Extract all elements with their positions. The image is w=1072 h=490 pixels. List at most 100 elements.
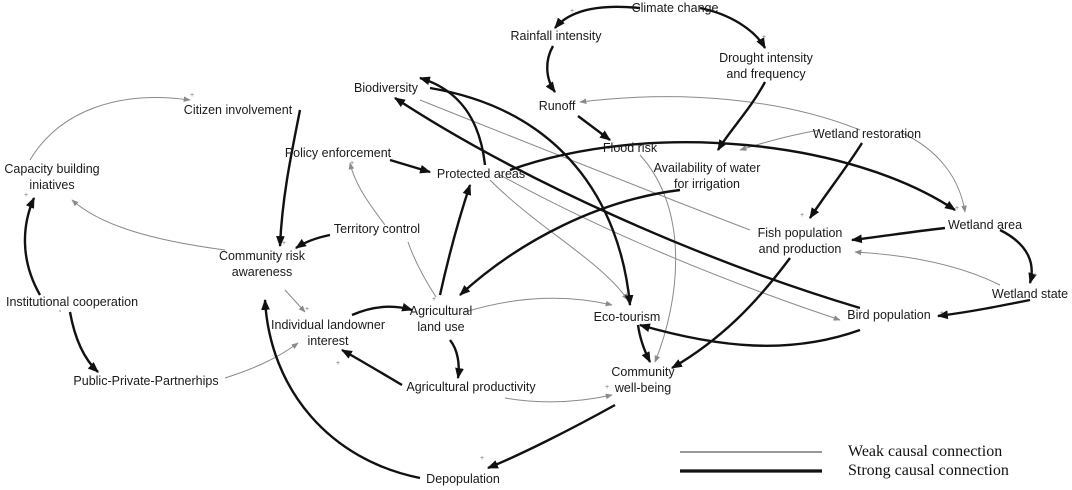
strong-link-protected-biodiversity [418,76,487,166]
node-capacity-building: Capacity building iniatives [4,161,99,193]
node-eco-tourism: Eco-tourism [593,310,661,324]
strong-link-biodiversity-ecotourism [429,86,634,307]
weak-links [29,96,1001,403]
node-individual-landowner-interest-line2: interest [307,334,349,348]
strong-link-wetland-fish [850,226,946,244]
node-runoff: Runoff [538,99,576,113]
node-agricultural-land-use-line1: Agricultural [409,304,473,318]
strong-link-restoration-fish [808,142,864,219]
strong-link-wellbeing-depopulation [486,403,616,470]
node-individual-landowner-interest-line1: Individual landowner [271,318,385,332]
weak-link-fish-biodiversity [419,99,751,231]
weak-link-capacity-citizen [29,96,191,161]
strong-link-bird-ecotourism [638,323,861,347]
polarity-sign: + [955,205,960,212]
node-depopulation: Depopulation [426,472,500,486]
strong-link-policy-protected [389,158,432,174]
strong-link-fish-wellbeing [671,257,791,370]
strong-link-agprod-landowner [341,348,403,387]
node-community-wellbeing-line1: Community [611,365,675,379]
polarity-sign: + [432,296,437,303]
strong-link-wetlandarea-state [999,228,1037,285]
polarity-sign: + [570,8,575,15]
strong-link-territory-awareness [295,233,331,249]
node-policy-enforcement: Policy enforcement [284,146,392,160]
node-drought-line1: Drought intensity [719,51,813,65]
node-fish-population-line1: Fish population [757,226,843,240]
strong-link-water-aglanduse [459,188,681,296]
polarity-sign: + [336,360,341,367]
polarity-sign: + [1033,272,1038,279]
node-community-risk-awareness-line1: Community risk [218,249,306,263]
node-climate-change: Climate change [631,1,719,15]
weak-link-territory-policy [348,162,386,226]
strong-link-ecotourism-wellbeing [636,324,652,363]
polarity-sign: + [24,192,29,199]
node-drought-line2: and frequency [726,67,806,81]
node-capacity-building-line1: Capacity building [4,162,100,176]
polarity-sign: + [800,212,805,219]
polarity-sign: + [190,92,195,99]
strong-link-climate-rainfall [554,5,641,29]
node-biodiversity: Biodiversity [354,81,418,95]
polarity-sign: + [940,310,945,317]
polarity-sign: + [305,306,310,313]
node-ppp: Public-Private-Partnerhips [73,374,219,388]
node-community-risk-awareness-line2: awareness [231,265,293,279]
polarity-sign: + [762,34,767,41]
weak-link-protected-ecotourism [489,179,629,301]
strong-links [23,5,1037,480]
node-wetland-state: Wetland state [991,287,1069,301]
node-community-wellbeing-line2: well-being [614,381,672,395]
node-rainfall-intensity: Rainfall intensity [510,29,602,43]
weak-link-aglanduse-territory [407,241,437,298]
strong-link-citizen-awareness [276,109,302,248]
weak-link-aglanduse-ecotourism [464,297,613,313]
legend-weak-label: Weak causal connection [848,443,1003,460]
weak-link-ppp-landowner [224,342,299,379]
node-drought: Drought intensity and frequency [719,50,813,82]
strong-link-protected-wetland [509,141,956,211]
node-wetland-restoration: Wetland restoration [812,127,922,141]
polarity-sign: + [605,384,610,391]
strong-link-institutional-capacity [23,196,42,296]
node-protected-areas: Protected areas [436,167,526,181]
weak-link-agprod-wellbeing [504,393,613,403]
node-agricultural-land-use-line2: land use [417,320,465,334]
strong-link-wetlandstate-bird [936,298,1031,320]
strong-link-aglanduse-protected [438,183,472,296]
node-citizen-involvement: Citizen involvement [183,103,293,117]
node-fish-population-line2: and production [758,242,842,256]
weak-link-wetland-restoration-area [899,131,967,213]
polarity-sign: + [480,455,485,462]
node-wetland-area: Wetland area [947,218,1023,232]
strong-link-climate-drought [699,6,767,49]
polarity-sign: + [350,160,355,167]
node-water-availability: Availability of water for irrigation [654,160,761,192]
node-individual-landowner-interest: Individual landowner interest [271,317,385,349]
weak-link-awareness-capacity [71,199,226,251]
weak-link-floodrisk-wellbeing [639,154,677,363]
strong-link-runoff-flood [577,115,611,141]
node-bird-population: Bird population [847,308,931,322]
node-flood-risk: Flood risk [602,141,658,155]
weak-link-protected-bird [499,174,841,321]
legend-strong-label: Strong causal connection [848,462,1009,479]
node-water-availability-line2: for irrigation [673,177,740,191]
strong-link-landowner-aglanduse [351,302,414,317]
node-community-risk-awareness: Community risk awareness [219,248,305,280]
node-institutional-cooperation: Institutional cooperation [5,295,139,309]
node-capacity-building-line2: iniatives [29,178,75,192]
node-territory-control: Territory control [333,222,421,236]
weak-link-wetlandstate-fish [854,249,1001,286]
strong-link-bird-biodiversity [394,96,861,310]
strong-link-drought-water [716,81,767,151]
strong-link-aglanduse-agprod [449,339,464,380]
node-fish-population: Fish population and production [758,225,843,257]
strong-link-depopulation-awareness [261,298,421,480]
strong-link-institutional-ppp [68,311,99,373]
node-water-availability-line1: Availability of water [653,161,761,175]
weak-link-wetland-water [739,129,821,151]
polarity-sign: + [282,240,287,247]
